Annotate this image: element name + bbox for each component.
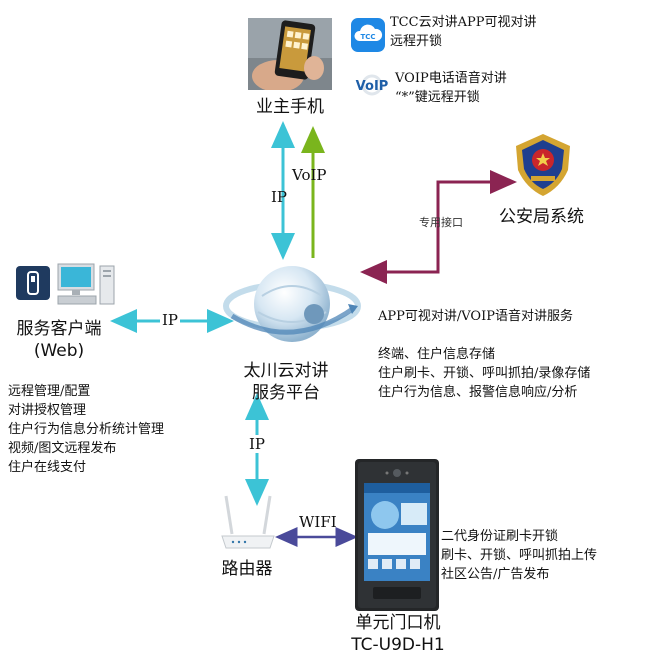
phone-ip-label: IP: [271, 188, 288, 206]
platform-service-line: APP可视对讲/VOIP语音对讲服务: [378, 309, 573, 324]
feature-item: 社区公告/广告发布: [441, 567, 550, 582]
router-label: 路由器: [221, 559, 273, 579]
client-function-item: 视频/图文远程发布: [8, 441, 117, 456]
cloud-platform-globe: [222, 256, 362, 360]
svg-text:TCC: TCC: [360, 33, 375, 41]
client-function-item: 对讲授权管理: [8, 403, 87, 418]
police-label: 公安局系统: [499, 207, 584, 227]
owner-phone-image: [248, 18, 332, 92]
platform-label: 太川云对讲 服务平台: [243, 361, 329, 403]
platform-storage: 终端、住户信息存储 住户刷卡、开锁、呼叫抓拍/录像存储 住户行为信息、报警信息响…: [378, 345, 653, 402]
wifi-label: WIFI: [299, 513, 337, 531]
storage-item: 终端、住户信息存储: [378, 347, 496, 362]
client-functions: 远程管理/配置 对讲授权管理 住户行为信息分析统计管理 视频/图文远程发布 住户…: [8, 382, 238, 477]
voip-logo-icon: VoIP: [352, 72, 392, 98]
police-interface-arrow: [360, 170, 517, 284]
feature-item: 刷卡、开锁、呼叫抓拍上传: [441, 548, 598, 563]
police-badge-icon: [508, 130, 578, 200]
owner-phone-label: 业主手机: [256, 97, 324, 117]
storage-item: 住户刷卡、开锁、呼叫抓拍/录像存储: [378, 366, 591, 381]
client-label: 服务客户端 (Web): [16, 319, 102, 361]
voip-label: VoIP: [292, 166, 327, 184]
app-description: TCC云对讲APP可视对讲 远程开锁: [390, 15, 537, 49]
client-function-item: 远程管理/配置: [8, 384, 91, 399]
voip-description: VOIP电话语音对讲 “*”键远程开锁: [395, 71, 507, 105]
storage-item: 住户行为信息、报警信息响应/分析: [378, 385, 578, 400]
svg-text:VoIP: VoIP: [356, 79, 389, 94]
router-icon: [218, 494, 278, 554]
client-function-item: 住户行为信息分析统计管理: [8, 422, 165, 437]
tcc-app-icon: TCC: [351, 18, 385, 52]
police-interface-label: 专用接口: [419, 216, 463, 229]
door-unit-features: 二代身份证刷卡开锁 刷卡、开锁、呼叫抓拍上传 社区公告/广告发布: [441, 527, 651, 584]
computer-icon: [56, 262, 118, 308]
door-unit-device: [355, 459, 439, 611]
router-ip-label: IP: [247, 435, 268, 453]
usb-key-icon: [16, 266, 50, 300]
feature-item: 二代身份证刷卡开锁: [441, 529, 559, 544]
client-function-item: 住户在线支付: [8, 460, 87, 475]
client-ip-label: IP: [160, 311, 181, 329]
door-unit-label: 单元门口机 TC-U9D-H1: [351, 613, 445, 655]
